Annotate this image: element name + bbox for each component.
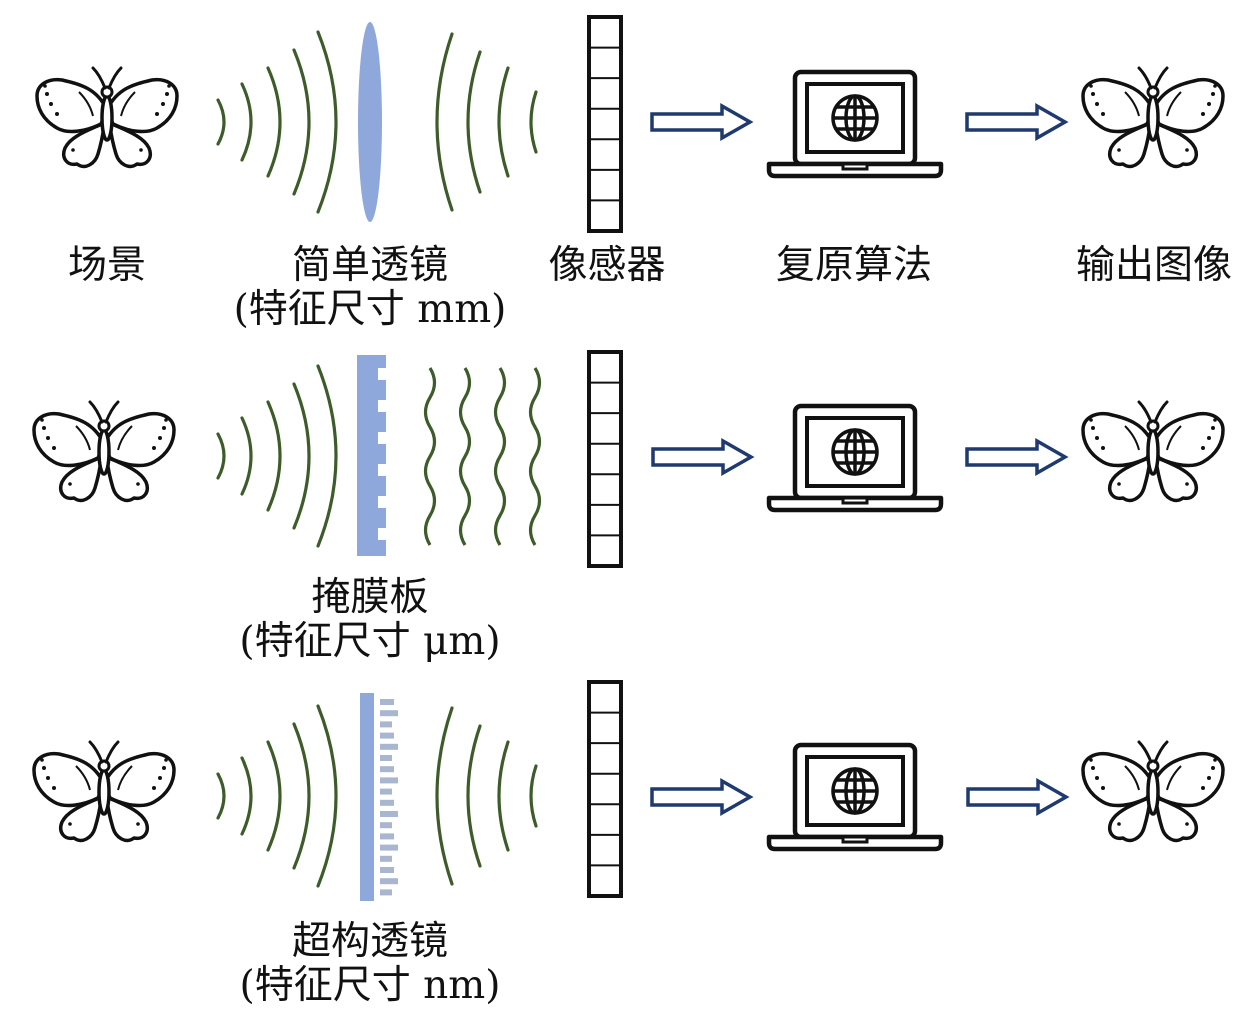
scattered-wavefront [493,367,507,546]
focused-wavefront [435,32,454,212]
metalens-pillar [380,766,394,773]
metalens-pillar [380,867,394,873]
metalens-pillar [380,844,398,851]
optic-name: 简单透镜 [291,243,448,288]
row-simple-lens [35,15,1225,233]
laptop-globe-icon [769,406,941,510]
optic-feature: (特征尺寸 nm) [239,963,501,1008]
simple-lens-shape [358,22,382,222]
row-metalens [32,680,1225,901]
metalens-pillar [380,777,398,784]
incoming-wavefront [316,704,338,888]
sensor-label: 像感器 [548,243,666,288]
metalens-label: 超构透镜 (特征尺寸 nm) [210,920,530,1008]
incoming-wavefront [292,48,311,196]
laptop-globe-icon [769,72,941,176]
scattered-wavefront [528,367,542,546]
incoming-wavefront [292,722,311,870]
metalens-pillar [380,811,398,817]
focused-wavefront [529,764,538,828]
scene-butterfly-icon [35,66,179,169]
metalens-pillar [380,699,394,705]
incoming-wavefront [240,756,253,836]
metalens-substrate-shape [360,693,374,901]
focused-wavefront [497,740,510,852]
incoming-wavefront [266,66,282,178]
metalens-pillar [380,822,392,829]
metalens-pillar [380,721,392,728]
metalens-pillar [380,878,398,885]
metalens-pillars [380,699,398,896]
output-butterfly-icon [1081,66,1225,169]
optic-feature: (特征尺寸 mm) [233,287,507,332]
metalens-pillar [380,833,394,840]
mask-label: 掩膜板 (特征尺寸 μm) [210,576,530,664]
hollow-arrow-icon [965,439,1067,475]
focused-wavefront [466,724,482,868]
incoming-wavefront [316,30,338,214]
focused-wavefront [497,66,510,178]
incoming-wavefront [216,772,226,820]
scattered-wavefront [458,367,472,546]
hollow-arrow-icon [651,439,753,475]
metalens-pillar [380,799,394,806]
incoming-wavefront [266,400,282,512]
hollow-arrow-icon [965,104,1067,140]
hollow-arrow-icon [650,779,752,815]
metalens-pillar [380,710,398,717]
hollow-arrow-icon [966,779,1068,815]
laptop-globe-icon [769,745,941,849]
metalens-pillar [380,855,392,862]
algorithm-label: 复原算法 [775,243,932,288]
sensor-array-icon [587,350,623,568]
scattered-wavefront [423,367,437,546]
scene-butterfly-icon [32,400,176,503]
focused-wavefront [435,706,454,886]
metalens-pillar [380,743,398,750]
optic-feature: (特征尺寸 μm) [239,619,501,664]
incoming-wavefront [240,416,253,496]
metalens-pillar [380,755,392,761]
incoming-wavefront [216,432,226,480]
output-label: 输出图像 [1075,243,1232,288]
mask-plate-shape [357,355,386,556]
hollow-arrow-icon [650,104,752,140]
output-butterfly-icon [1081,400,1225,503]
wave-layer [216,30,542,888]
output-butterfly-icon [1081,740,1225,843]
incoming-wavefront [292,382,311,530]
focused-wavefront [466,50,482,194]
metalens-pillar [380,732,394,739]
row-mask [32,350,1225,568]
scene-label: 场景 [67,243,146,288]
focused-wavefront [529,90,538,154]
scene-butterfly-icon [32,740,176,843]
incoming-wavefront [240,82,253,162]
simple-lens-label: 简单透镜 (特征尺寸 mm) [210,244,530,332]
incoming-wavefront [266,740,282,852]
incoming-wavefront [216,98,226,146]
optic-name: 掩膜板 [311,575,429,620]
incoming-wavefront [316,364,338,548]
metalens-pillar [380,788,392,795]
sensor-array-icon [587,680,623,898]
sensor-array-icon [587,15,623,233]
metalens-pillar [380,889,392,896]
optic-name: 超构透镜 [291,919,448,964]
